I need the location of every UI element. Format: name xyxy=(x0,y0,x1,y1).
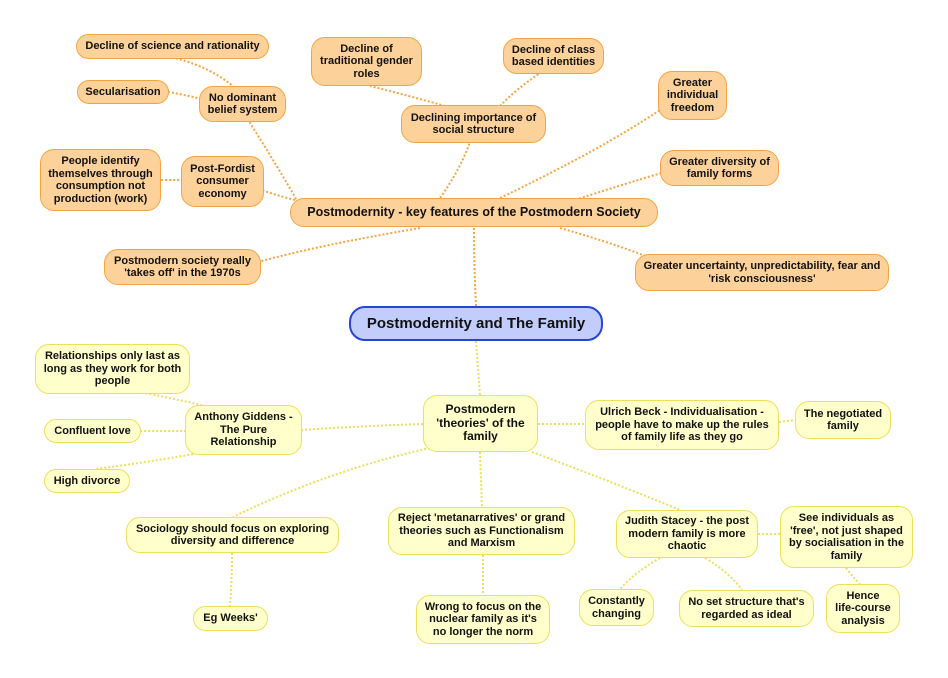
link-main-uncertainty xyxy=(559,227,661,263)
link-sociology-weeks xyxy=(229,552,233,607)
link-structure-class xyxy=(499,72,541,107)
node-post-fordist[interactable]: Post-Fordist consumer economy xyxy=(181,156,264,207)
node-constantly-changing[interactable]: Constantly changing xyxy=(579,589,654,626)
link-theories-stacey xyxy=(531,451,681,511)
link-nobelief-science xyxy=(174,57,244,97)
central-topic[interactable]: Postmodernity and The Family xyxy=(349,306,603,341)
node-reject-metanarratives[interactable]: Reject 'metanarratives' or grand theorie… xyxy=(388,507,575,555)
link-theories-giddens xyxy=(301,423,424,431)
link-main-1970s xyxy=(257,227,421,263)
node-declining-structure[interactable]: Declining importance of social structure xyxy=(401,105,546,143)
node-greater-uncertainty[interactable]: Greater uncertainty, unpredictability, f… xyxy=(635,254,889,291)
node-decline-gender-roles[interactable]: Decline of traditional gender roles xyxy=(311,37,422,86)
node-greater-freedom[interactable]: Greater individual freedom xyxy=(658,71,727,120)
link-structure-gender xyxy=(369,85,446,107)
node-judith-stacey[interactable]: Judith Stacey - the post modern family i… xyxy=(616,510,758,558)
node-eg-weeks[interactable]: Eg Weeks' xyxy=(193,606,268,631)
link-theories-reject xyxy=(479,451,483,508)
node-decline-class[interactable]: Decline of class based identities xyxy=(503,38,604,74)
link-theories-sociology xyxy=(232,447,431,518)
link-main-nobelief xyxy=(242,111,301,207)
node-decline-science[interactable]: Decline of science and rationality xyxy=(76,34,269,59)
link-nobelief-secular xyxy=(168,91,206,101)
node-sociology-diversity[interactable]: Sociology should focus on exploring dive… xyxy=(126,517,339,553)
node-ulrich-beck[interactable]: Ulrich Beck - Individualisation - people… xyxy=(585,400,779,450)
node-greater-diversity[interactable]: Greater diversity of family forms xyxy=(660,150,779,186)
link-stacey-changing xyxy=(619,557,661,590)
node-no-dominant-belief[interactable]: No dominant belief system xyxy=(199,86,286,122)
node-see-individuals-free[interactable]: See individuals as 'free', not just shap… xyxy=(780,506,913,568)
link-main-structure xyxy=(439,141,471,199)
node-high-divorce[interactable]: High divorce xyxy=(44,469,130,493)
link-stacey-nostructure xyxy=(704,557,743,591)
node-negotiated-family[interactable]: The negotiated family xyxy=(795,401,891,439)
link-central-theories xyxy=(475,340,481,396)
node-confluent-love[interactable]: Confluent love xyxy=(44,419,141,443)
link-main-postfordist xyxy=(261,189,296,201)
link-free-lifecourse xyxy=(845,567,861,585)
node-consumption-identity[interactable]: People identify themselves through consu… xyxy=(40,149,161,211)
node-postmodernity-key-features[interactable]: Postmodernity - key features of the Post… xyxy=(290,198,658,227)
link-beck-negotiated xyxy=(778,419,796,423)
link-giddens-divorce xyxy=(94,451,206,470)
node-anthony-giddens[interactable]: Anthony Giddens - The Pure Relationship xyxy=(185,405,302,455)
link-main-freedom xyxy=(499,109,661,199)
node-secularisation[interactable]: Secularisation xyxy=(77,80,169,104)
node-relationships-last[interactable]: Relationships only last as long as they … xyxy=(35,344,190,394)
node-no-set-structure[interactable]: No set structure that's regarded as idea… xyxy=(679,590,814,627)
node-wrong-nuclear[interactable]: Wrong to focus on the nuclear family as … xyxy=(416,595,550,644)
node-postmodern-theories[interactable]: Postmodern 'theories' of the family xyxy=(423,395,538,452)
link-main-central xyxy=(473,227,477,307)
node-life-course[interactable]: Hence life-course analysis xyxy=(826,584,900,633)
node-takes-off-1970s[interactable]: Postmodern society really 'takes off' in… xyxy=(104,249,261,285)
